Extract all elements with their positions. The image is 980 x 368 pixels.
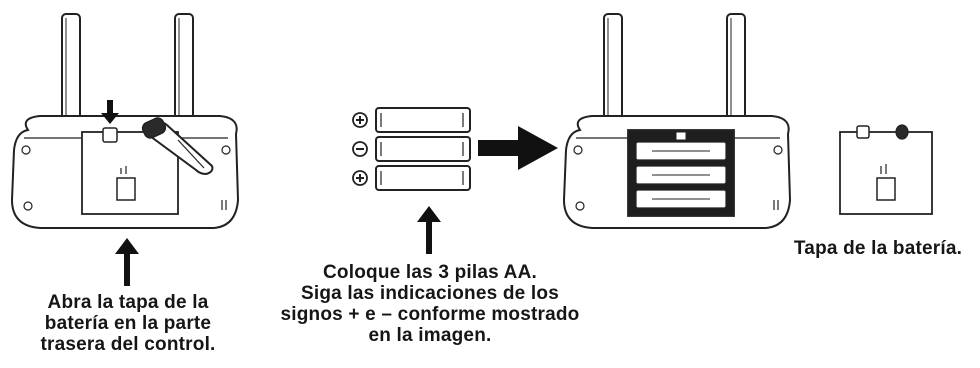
caption-step-1: Abra la tapa de la batería en la parte t… (8, 292, 248, 355)
controller-back-installed (562, 13, 792, 229)
polarity-plus-icon (352, 170, 368, 186)
caption-step-2-line-4: en la imagen. (368, 325, 492, 346)
arrow-up-icon (115, 238, 139, 286)
caption-step-2-line-1: Coloque las 3 pilas AA. (323, 262, 537, 283)
controller-back-open (10, 13, 240, 229)
battery-stack (375, 107, 471, 191)
caption-step-1-line-2: batería en la parte (44, 313, 212, 334)
caption-step-3-line-1: Tapa de la batería. (793, 238, 963, 259)
arrow-right-icon (478, 126, 558, 170)
arrow-up-icon (417, 206, 441, 254)
caption-step-2-line-2: Siga las indicaciones de los (301, 283, 559, 304)
caption-step-1-line-1: Abra la tapa de la (47, 292, 209, 313)
caption-step-2: Coloque las 3 pilas AA. Siga las indicac… (270, 262, 590, 346)
caption-step-1-line-3: trasera del control. (40, 334, 216, 355)
arrow-down-icon (101, 100, 119, 124)
polarity-plus-icon (352, 112, 368, 128)
battery-cover (839, 124, 933, 215)
caption-step-2-line-3: signos + e – conforme mostrado (280, 304, 580, 325)
caption-step-3: Tapa de la batería. (780, 238, 976, 259)
polarity-minus-icon (352, 141, 368, 157)
